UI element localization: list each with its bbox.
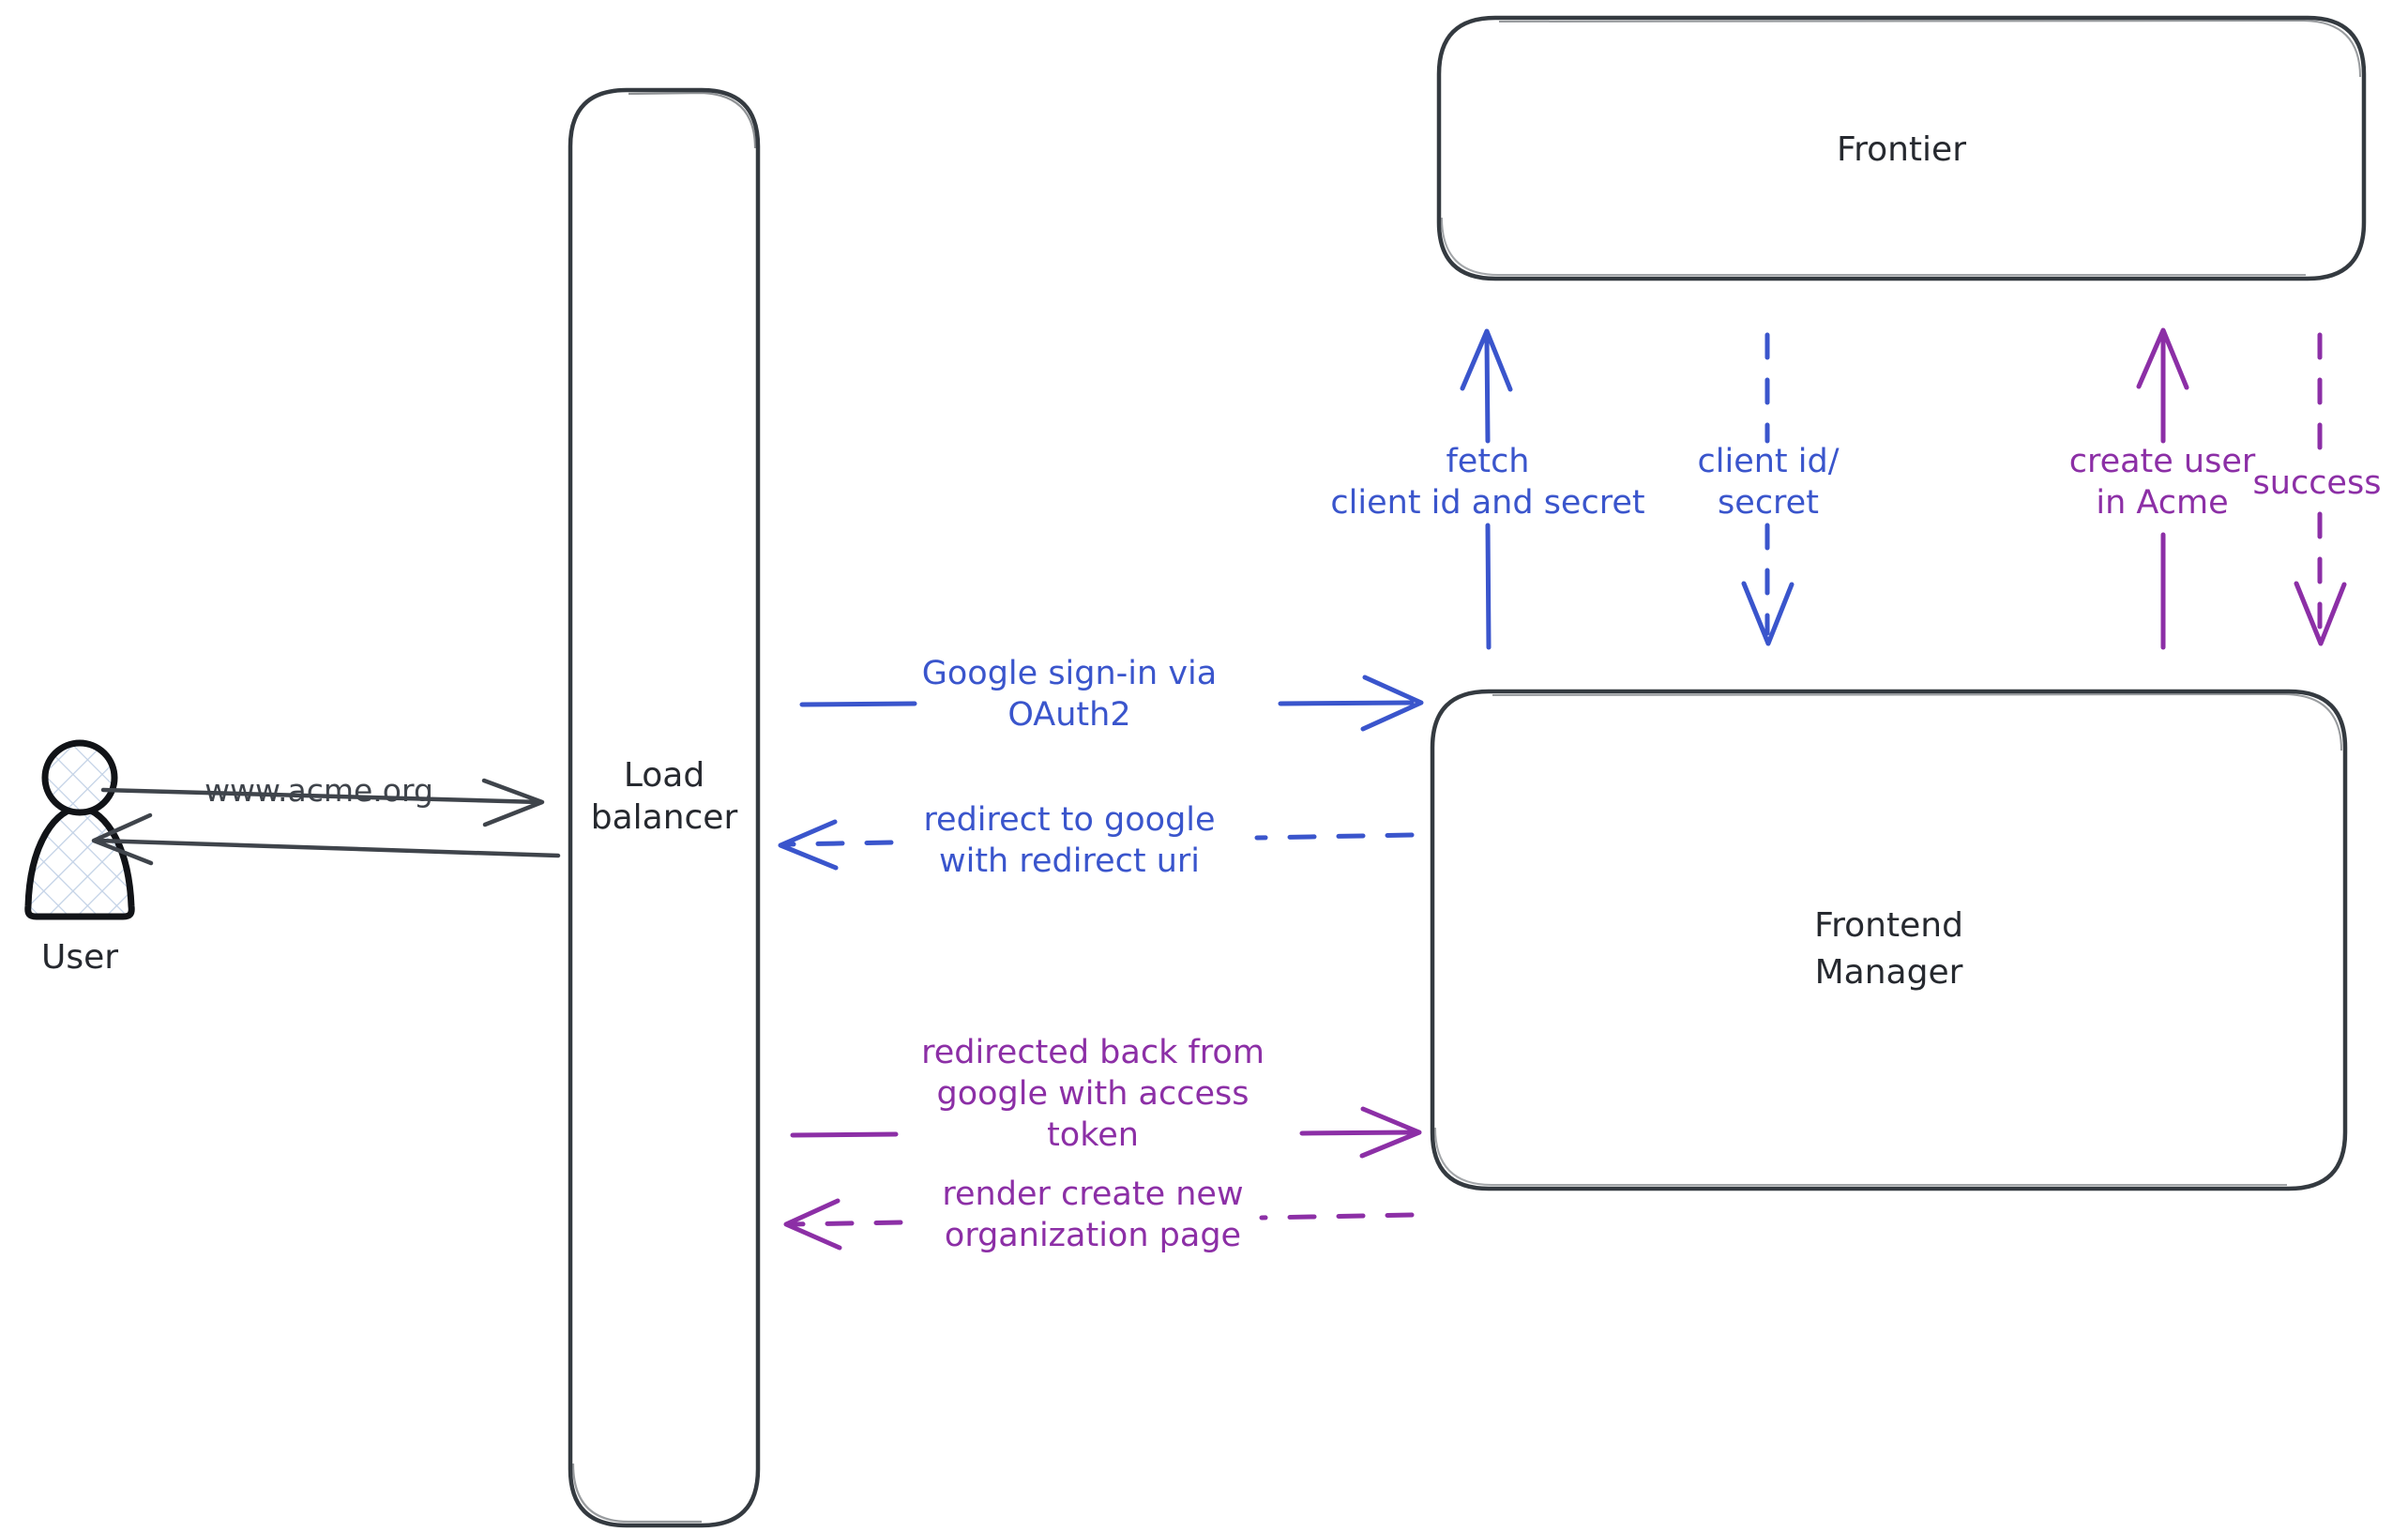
edge-success-response (2294, 332, 2347, 646)
node-frontier[interactable] (1436, 15, 2367, 281)
edge-redirected-back-token (790, 1106, 1422, 1159)
edge-render-create-org (783, 1198, 1415, 1251)
edge-load-balancer-to-user (91, 812, 561, 866)
node-load-balancer[interactable] (568, 87, 761, 1528)
edge-user-to-load-balancer (100, 778, 545, 827)
edge-redirect-to-google (778, 819, 1415, 871)
edge-google-signin (799, 675, 1424, 732)
edge-fetch-client-id-secret (1460, 328, 1513, 650)
edge-client-id-secret-response (1741, 332, 1795, 646)
node-frontend-manager[interactable] (1430, 689, 2348, 1191)
edge-create-user-in-acme (2136, 327, 2189, 650)
